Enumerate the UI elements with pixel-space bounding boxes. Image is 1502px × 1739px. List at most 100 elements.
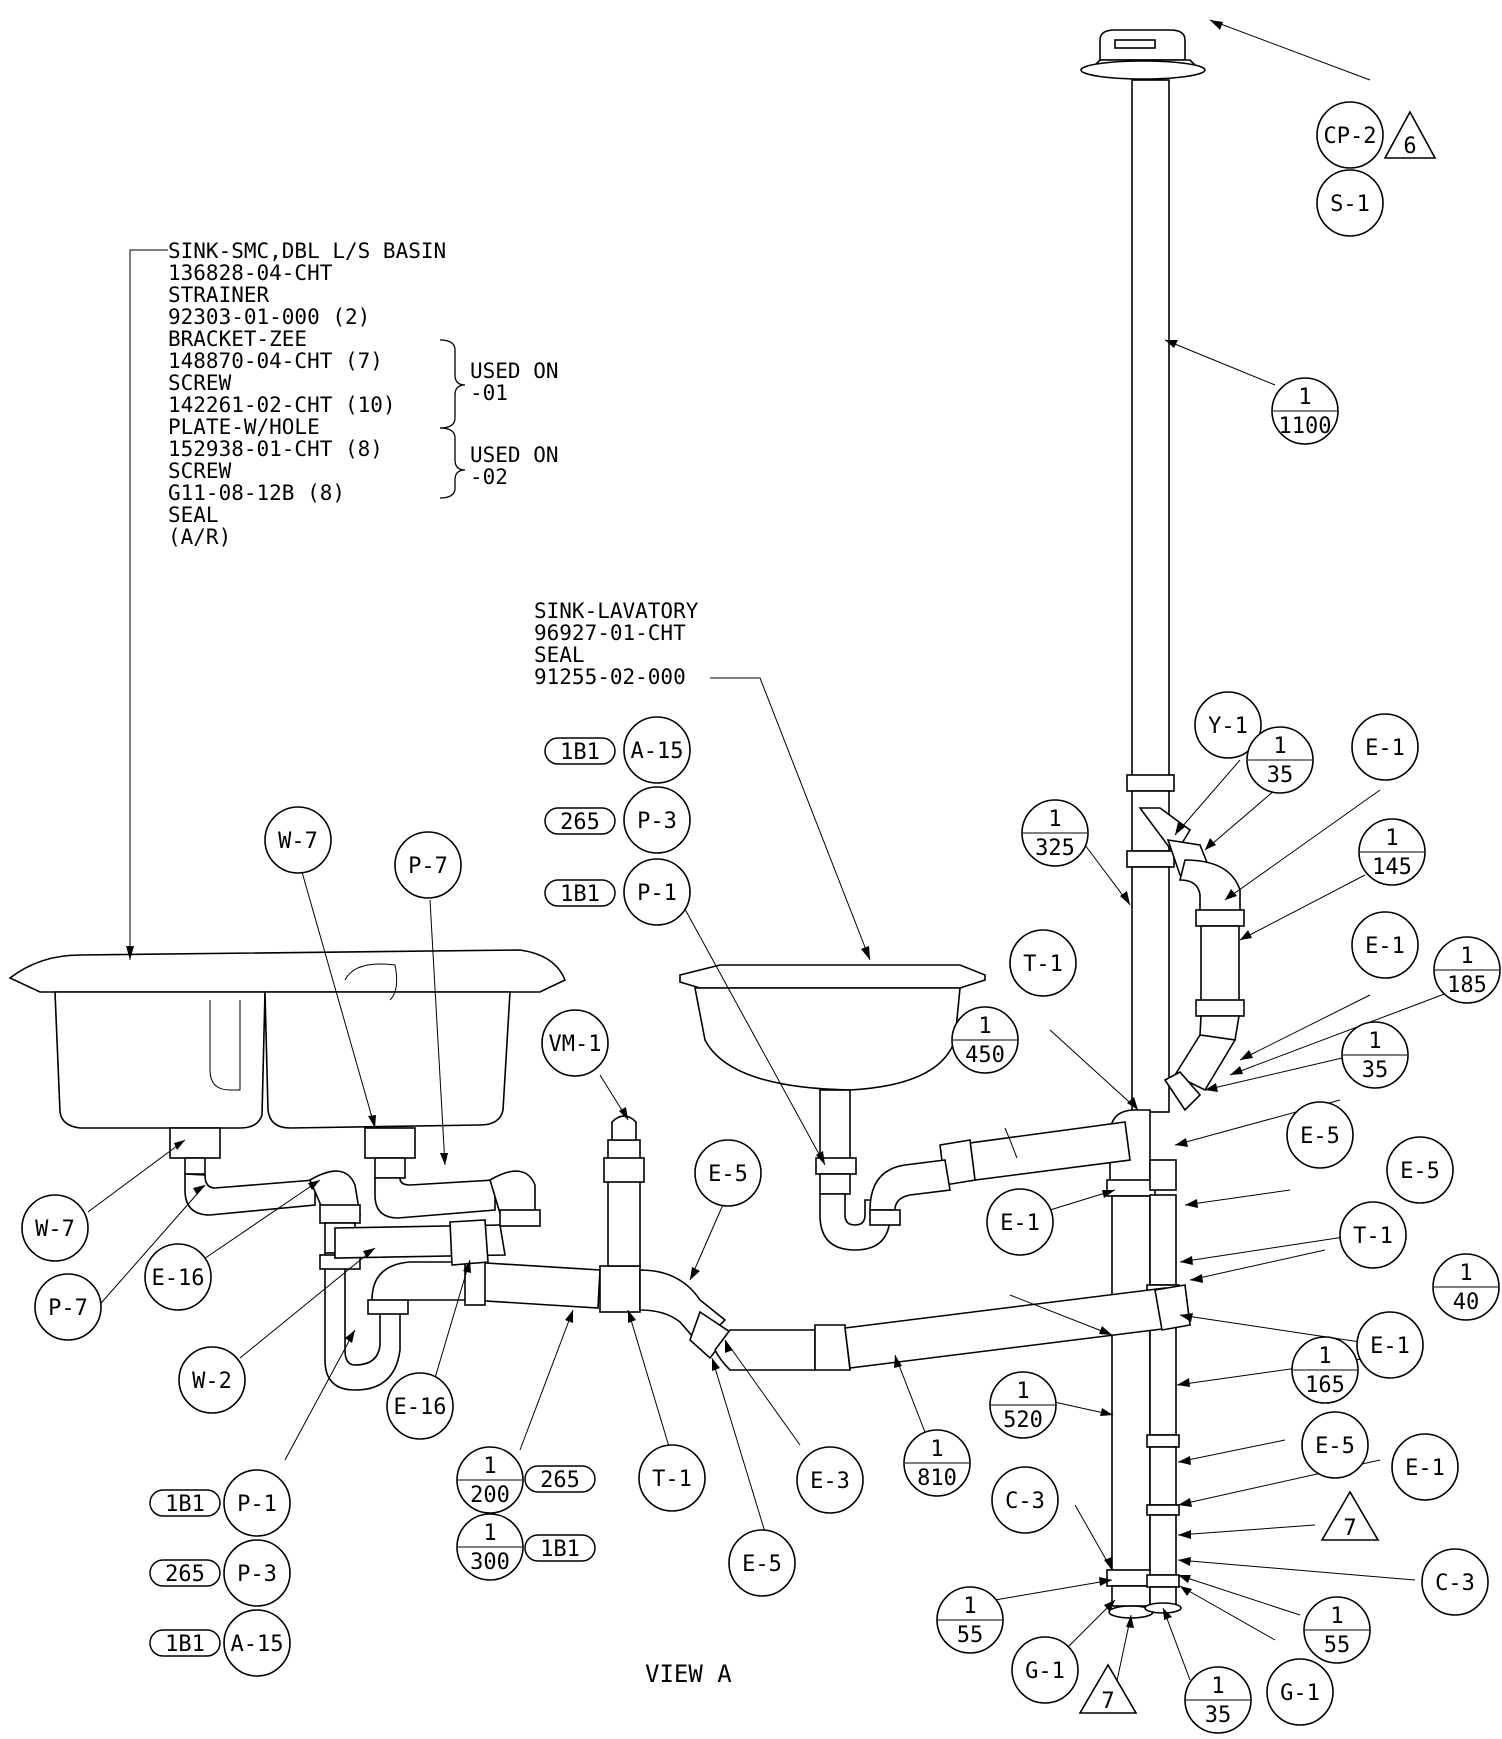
fraction-den: 35 xyxy=(1205,1703,1232,1728)
callout-label: E-1 xyxy=(1405,1456,1445,1481)
fraction-num: 1 xyxy=(1330,1604,1343,1629)
callout-bubble: CP-2 xyxy=(1316,101,1384,169)
callout-label: T-1 xyxy=(652,1467,692,1492)
note-line: 92303-01-000 (2) xyxy=(168,305,370,329)
oval-label: 1B1 xyxy=(165,1632,205,1657)
callout-label: E-3 xyxy=(810,1469,850,1494)
callout-label: E-16 xyxy=(152,1266,205,1291)
callout-label: T-1 xyxy=(1353,1224,1393,1249)
callout-label: A-15 xyxy=(231,1632,284,1657)
used-on-text: -02 xyxy=(470,465,508,489)
oval-label: 1B1 xyxy=(560,740,600,765)
callout-label: W-7 xyxy=(35,1217,75,1242)
callout-label: E-1 xyxy=(1370,1334,1410,1359)
callout-bubble: E-16 xyxy=(144,1243,212,1311)
note-line: 96927-01-CHT xyxy=(534,621,686,645)
callout-label: P-3 xyxy=(637,809,677,834)
fraction-den: 35 xyxy=(1267,763,1294,788)
note-line: STRAINER xyxy=(168,283,270,307)
used-on-text: -01 xyxy=(470,381,508,405)
fraction-den: 520 xyxy=(1003,1408,1043,1433)
lavatory-note-block: SINK-LAVATORY 96927-01-CHT SEAL 91255-02… xyxy=(534,599,699,689)
callout-bubble: G-1 xyxy=(1011,1636,1079,1704)
fraction-den: 450 xyxy=(965,1043,1005,1068)
callout-bubble: P-7 xyxy=(34,1273,102,1341)
note-line: SCREW xyxy=(168,371,232,395)
brace xyxy=(439,339,466,429)
callout-label: E-1 xyxy=(1000,1211,1040,1236)
callout-label: W-7 xyxy=(278,829,318,854)
callout-label: VM-1 xyxy=(549,1032,602,1057)
callout-label: P-7 xyxy=(48,1296,88,1321)
note-line: BRACKET-ZEE xyxy=(168,327,307,351)
arrowheads xyxy=(126,20,1253,1628)
fraction-num: 1 xyxy=(1273,734,1286,759)
triangle-label: 7 xyxy=(1101,1689,1114,1714)
view-title: VIEW A xyxy=(645,1660,732,1688)
callout-label: C-3 xyxy=(1435,1571,1475,1596)
callout-label: G-1 xyxy=(1025,1659,1065,1684)
callout-bubble: W-7 xyxy=(21,1194,89,1262)
callout-bubble: T-1 xyxy=(1339,1201,1407,1269)
callout-bubble: P-3 xyxy=(623,786,691,854)
callout-bubble: E-5 xyxy=(728,1529,796,1597)
note-line: 152938-01-CHT (8) xyxy=(168,437,383,461)
brace xyxy=(439,427,466,499)
callout-bubble: E-16 xyxy=(386,1372,454,1440)
callout-bubble: P-7 xyxy=(394,831,462,899)
fraction-bubble: 135 xyxy=(1246,726,1314,794)
callout-label: G-1 xyxy=(1280,1681,1320,1706)
callout-bubble: P-1 xyxy=(623,858,691,926)
fraction-den: 55 xyxy=(957,1623,984,1648)
callout-bubble: E-1 xyxy=(1391,1433,1459,1501)
fraction-num: 1 xyxy=(483,1454,496,1479)
callout-label: P-7 xyxy=(408,854,448,879)
fraction-bubble: 155 xyxy=(936,1586,1004,1654)
callout-label: E-5 xyxy=(1315,1434,1355,1459)
fraction-bubble: 155 xyxy=(1303,1596,1371,1664)
note-line: SCREW xyxy=(168,459,232,483)
fraction-bubble: 135 xyxy=(1341,1021,1409,1089)
callout-label: E-5 xyxy=(742,1552,782,1577)
callout-bubble: S-1 xyxy=(1316,169,1384,237)
callout-bubble: E-5 xyxy=(694,1139,762,1207)
callout-label: E-5 xyxy=(1400,1159,1440,1184)
callout-label: P-1 xyxy=(237,1492,277,1517)
callout-bubble: E-5 xyxy=(1301,1411,1369,1479)
note-line: G11-08-12B (8) xyxy=(168,481,345,505)
oval-tag: 265 xyxy=(524,1465,596,1493)
callout-bubble: E-5 xyxy=(1286,1101,1354,1169)
oval-tag: 1B1 xyxy=(149,1629,221,1657)
callout-bubble: Y-1 xyxy=(1194,691,1262,759)
note-line: 142261-02-CHT (10) xyxy=(168,393,396,417)
triangle-label: 7 xyxy=(1343,1516,1356,1541)
oval-tag: 1B1 xyxy=(524,1534,596,1562)
callout-bubble: T-1 xyxy=(1009,929,1077,997)
note-line: SEAL xyxy=(168,503,219,527)
oval-tag: 1B1 xyxy=(544,737,616,765)
callout-bubble: A-15 xyxy=(223,1609,291,1677)
callout-bubble: A-15 xyxy=(623,716,691,784)
callout-label: E-5 xyxy=(1300,1124,1340,1149)
oval-tag: 265 xyxy=(149,1559,221,1587)
callout-bubble: VM-1 xyxy=(541,1009,609,1077)
oval-tag: 1B1 xyxy=(149,1489,221,1517)
fraction-den: 145 xyxy=(1372,855,1412,880)
callout-label: E-16 xyxy=(394,1395,447,1420)
callout-bubble: G-1 xyxy=(1266,1658,1334,1726)
callout-label: A-15 xyxy=(631,739,684,764)
callout-bubble: E-1 xyxy=(986,1188,1054,1256)
fraction-den: 35 xyxy=(1362,1058,1389,1083)
fraction-num: 1 xyxy=(1368,1029,1381,1054)
fraction-num: 1 xyxy=(1460,944,1473,969)
